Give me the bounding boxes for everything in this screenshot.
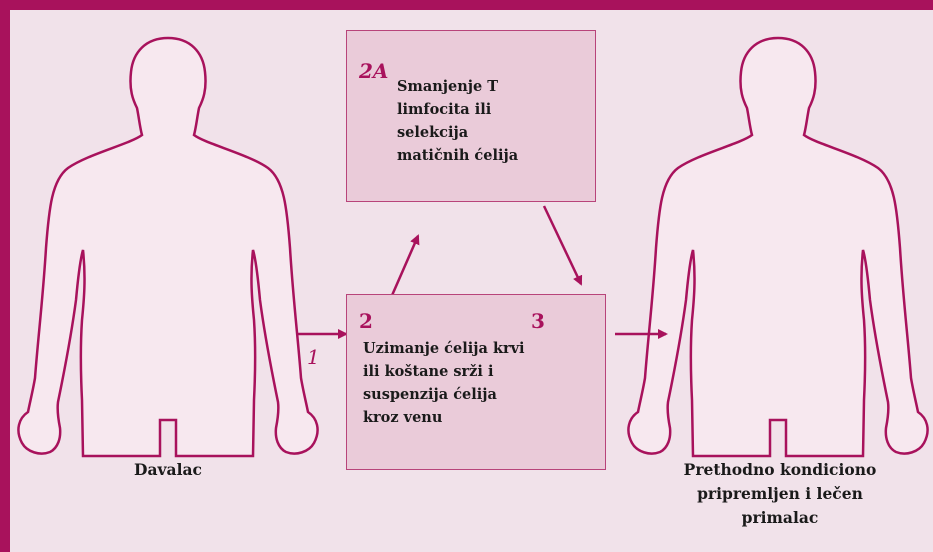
donor-caption: Davalac — [98, 458, 238, 482]
step-2a-label: 2A — [359, 59, 388, 83]
processing-box: 2A Smanjenje T limfocita ili selekcija m… — [346, 30, 596, 202]
donor-figure — [18, 38, 317, 456]
step-1-label: 1 — [307, 345, 320, 369]
arrow-processing-to-infusion — [544, 206, 581, 284]
recipient-figure — [628, 38, 927, 456]
step-2-label: 2 — [359, 309, 373, 333]
collection-infusion-text: Uzimanje ćelija krvi ili koštane srži i … — [363, 337, 525, 429]
recipient-caption: Prethodno kondiciono pripremljen i lečen… — [660, 458, 900, 530]
processing-text: Smanjenje T limfocita ili selekcija mati… — [397, 75, 518, 167]
arrow-collection-to-processing — [390, 236, 418, 300]
collection-infusion-box: 2 3 Uzimanje ćelija krvi ili koštane srž… — [346, 294, 606, 470]
step-3-label: 3 — [531, 309, 545, 333]
